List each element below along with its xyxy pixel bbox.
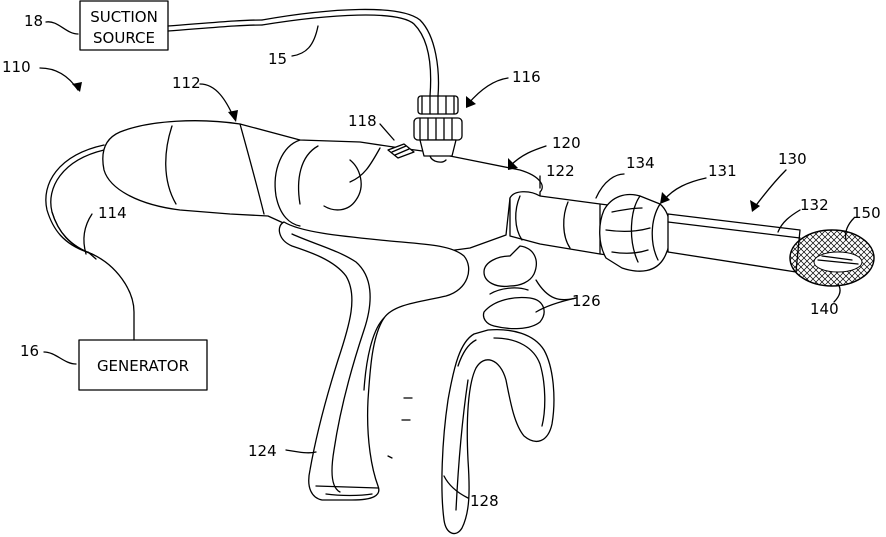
pistol-grip — [279, 222, 468, 500]
label-140: 140 — [810, 300, 839, 318]
label-118: 118 — [348, 112, 377, 130]
suction-label-line1: SUCTION — [90, 8, 158, 26]
label-130: 130 — [778, 150, 807, 168]
label-128: 128 — [470, 492, 499, 510]
label-150: 150 — [852, 204, 881, 222]
label-122: 122 — [546, 162, 575, 180]
label-134: 134 — [626, 154, 655, 172]
generator-label: GENERATOR — [97, 357, 189, 375]
label-18: 18 — [24, 12, 43, 30]
label-114: 114 — [98, 204, 127, 222]
label-116: 116 — [512, 68, 541, 86]
label-110: 110 — [2, 58, 31, 76]
rotation-knob — [600, 195, 671, 272]
label-16: 16 — [20, 342, 39, 360]
label-124: 124 — [248, 442, 277, 460]
label-126: 126 — [572, 292, 601, 310]
outer-tube — [668, 214, 800, 272]
label-120: 120 — [552, 134, 581, 152]
trigger-grip — [483, 246, 544, 329]
handpiece-body — [103, 121, 542, 252]
label-132: 132 — [800, 196, 829, 214]
label-112: 112 — [172, 74, 201, 92]
suction-source-box: SUCTION SOURCE — [80, 1, 168, 50]
generator-box: GENERATOR — [79, 340, 207, 390]
end-effector — [790, 230, 874, 286]
suction-label-line2: SOURCE — [93, 29, 155, 47]
label-131: 131 — [708, 162, 737, 180]
label-15: 15 — [268, 50, 287, 68]
